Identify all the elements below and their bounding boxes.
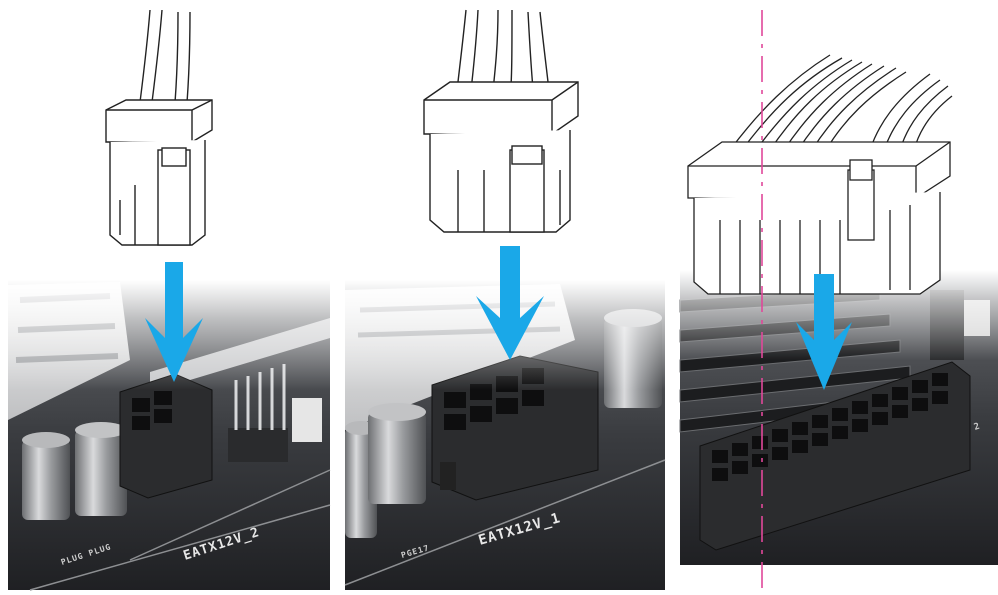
power-cable-plug-icon [687,54,953,295]
eatxpwr-socket [699,361,971,551]
down-arrow-icon [145,262,203,382]
down-arrow-icon [476,246,544,360]
small-silkscreen-label: 2 [973,421,982,432]
eatx12v-2-socket [119,373,213,499]
panel-eatx12v-1: EATX12V_1 PGE17 [344,9,666,590]
down-arrow-icon [796,274,852,390]
motherboard-photo: 2 [679,270,998,565]
power-cable-plug-icon [105,9,213,246]
panel-eatx12v-2: EATX12V_2 PLUG PLUG [8,9,331,591]
capacitor-icon [22,422,127,520]
power-cable-plug-icon [423,9,579,233]
eatx12v-1-socket [431,355,599,501]
panel-eatxpwr: 2 [679,10,998,595]
